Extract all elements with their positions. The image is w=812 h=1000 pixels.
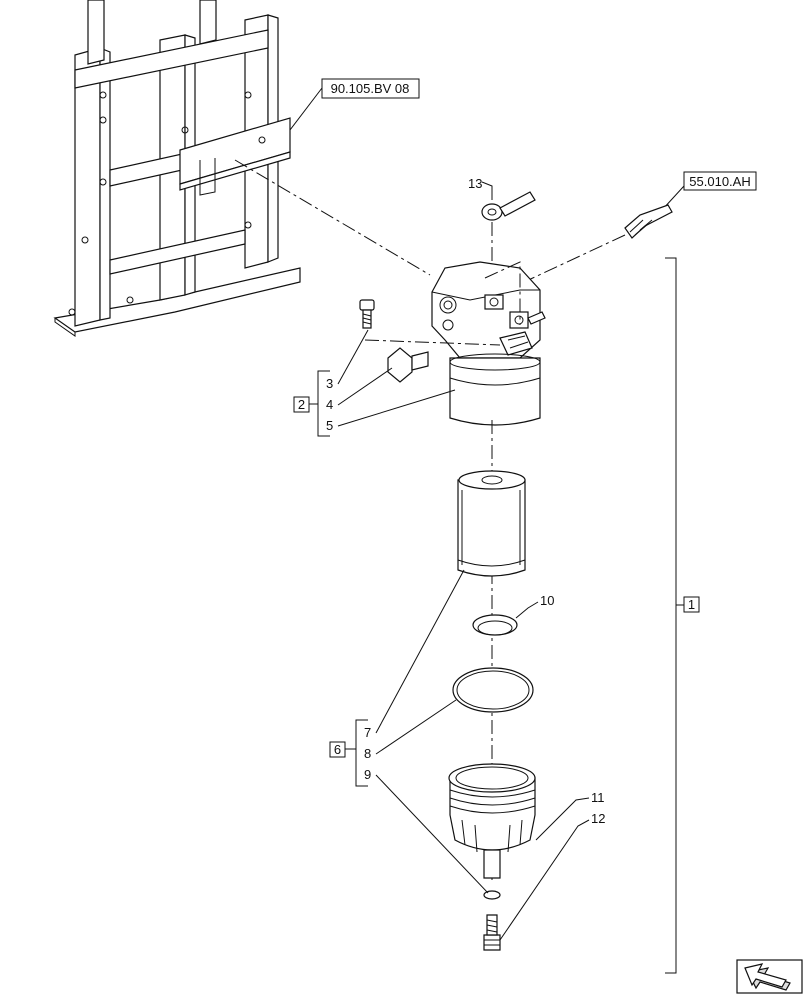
svg-text:2: 2 xyxy=(298,397,305,412)
o-ring-8 xyxy=(452,667,534,713)
filter-head xyxy=(431,261,546,359)
port-outline xyxy=(364,261,521,346)
svg-text:13: 13 xyxy=(468,176,482,191)
svg-text:12: 12 xyxy=(591,811,605,826)
filter-element-7 xyxy=(457,470,526,577)
svg-text:8: 8 xyxy=(364,746,371,761)
svg-text:10: 10 xyxy=(540,593,554,608)
svg-text:6: 6 xyxy=(334,742,341,757)
svg-text:1: 1 xyxy=(688,597,695,612)
banjo-fitting-13: 13 xyxy=(468,176,536,221)
seal-ring-10: 10 xyxy=(472,593,554,636)
svg-text:3: 3 xyxy=(326,376,333,391)
drain-plug-12: 12 xyxy=(483,811,605,951)
o-ring-9 xyxy=(483,890,501,900)
frame-bracket xyxy=(53,0,301,337)
svg-text:9: 9 xyxy=(364,767,371,782)
svg-text:4: 4 xyxy=(326,397,333,412)
group-6-callouts: 6 7 8 9 xyxy=(329,569,489,894)
filter-housing-5 xyxy=(449,353,541,426)
svg-text:5: 5 xyxy=(326,418,333,433)
frame-reference-label: 90.105.BV 08 xyxy=(289,78,420,131)
assembly-bracket-1: 1 xyxy=(665,257,700,974)
next-page-arrow-icon[interactable] xyxy=(736,959,803,994)
screw-3 xyxy=(359,299,375,329)
filter-bowl-11: 11 xyxy=(448,763,605,879)
group-2-callouts: 2 3 4 5 xyxy=(293,329,456,437)
fitting-axis-line xyxy=(521,234,626,284)
fuel-fitting: 55.010.AH xyxy=(624,171,757,239)
svg-text:90.105.BV 08: 90.105.BV 08 xyxy=(331,81,410,96)
svg-text:55.010.AH: 55.010.AH xyxy=(689,174,750,189)
svg-text:7: 7 xyxy=(364,725,371,740)
bolt-4 xyxy=(387,347,429,383)
mounting-axis-line xyxy=(234,159,431,276)
svg-text:11: 11 xyxy=(591,790,605,805)
